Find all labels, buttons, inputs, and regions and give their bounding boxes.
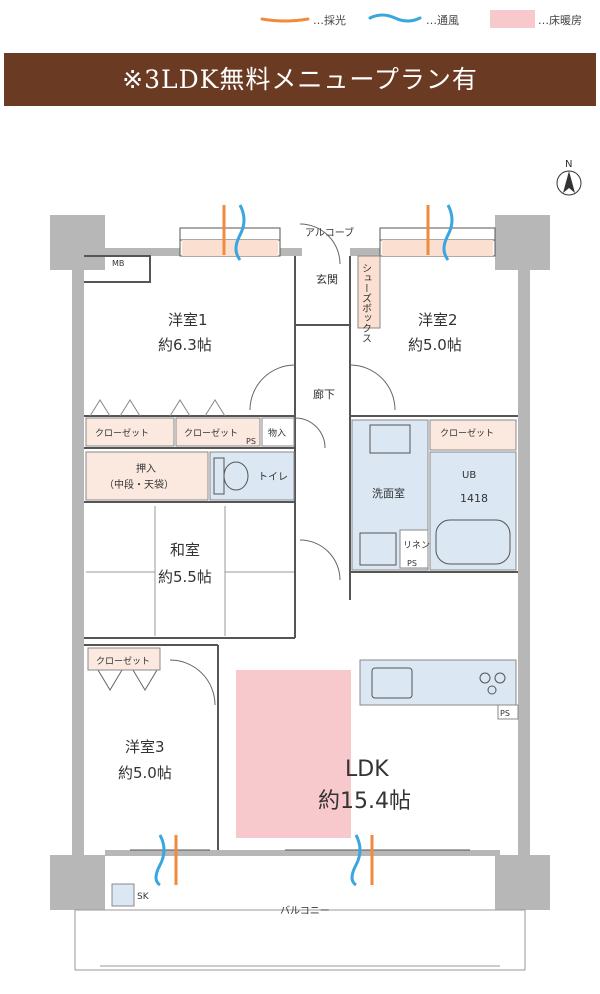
entrance-label: 玄関 (316, 272, 338, 286)
linen-label: リネン (403, 540, 430, 551)
sink-icon (371, 667, 506, 699)
toilet-label: トイレ (258, 472, 288, 483)
ldk-name: LDK (345, 757, 389, 782)
ps-label-2: PS (407, 559, 417, 568)
ldk-size: 約15.4帖 (318, 789, 411, 814)
west2-closet (429, 419, 517, 451)
bathtub-icon (359, 424, 511, 566)
shoe-box (357, 255, 381, 329)
hallway-label: 廊下 (313, 387, 335, 401)
washroom-label: 洗面室 (372, 486, 405, 500)
ub-size: 1418 (460, 492, 488, 505)
wind-arrow-icon (368, 13, 422, 23)
legend-light: …採光 (313, 14, 346, 27)
oshiire (85, 451, 209, 501)
exterior-walls (50, 215, 550, 910)
north-label: N (565, 159, 572, 170)
sk-label: SK (137, 892, 150, 902)
closet-label-4: クローゼット (96, 655, 150, 667)
ps-label-1: PS (246, 437, 256, 446)
plan-banner: ※3LDK無料メニュープラン有 (4, 53, 596, 106)
washitsu-size: 約5.5帖 (158, 568, 212, 586)
closet-label-3: クローゼット (440, 427, 494, 439)
ps-label-3: PS (500, 709, 510, 718)
balcony-label: バルコニー (280, 905, 330, 917)
legend-wind: …通風 (426, 14, 459, 27)
north-compass-icon: N (556, 159, 582, 196)
storage-label: 物入 (268, 427, 286, 439)
kitchen-ps (497, 704, 519, 720)
washitsu-name: 和室 (170, 541, 200, 559)
shoe-box-label: シューズボックス (360, 263, 372, 343)
unit-bath (429, 451, 517, 571)
oshiire-detail: （中段・天袋） (104, 478, 174, 491)
legend-floor-heating: …床暖房 (538, 14, 582, 27)
room-labels: アルコーブ MB 玄関 シューズボックス 廊下 洋室1 約6.3帖 洋室2 約5… (95, 226, 510, 917)
toilet-icon (213, 457, 249, 495)
linen-shelf (399, 529, 429, 569)
west1-closets (85, 399, 295, 447)
west1-size: 約6.3帖 (158, 336, 212, 354)
tatami-lines (86, 506, 294, 636)
floor-heating-area (236, 670, 351, 838)
alcove-label: アルコーブ (305, 226, 354, 239)
ub-label: UB (462, 470, 476, 481)
window-sill-right (382, 240, 493, 256)
closet-label-1: クローゼット (95, 427, 149, 439)
window-sill-left (182, 240, 278, 256)
floor-heating-swatch (490, 10, 535, 28)
west3-name: 洋室3 (125, 738, 165, 756)
west2-size: 約5.0帖 (408, 336, 462, 354)
mb-label: MB (112, 259, 124, 268)
closet-label-2: クローゼット (184, 427, 238, 439)
door-swings (94, 223, 396, 706)
oshiire-label: 押入 (136, 462, 156, 475)
legend: …採光 …通風 …床暖房 (250, 10, 595, 30)
light-arrow-icon (260, 17, 310, 23)
west3-size: 約5.0帖 (118, 764, 172, 782)
west3-closet (87, 647, 161, 671)
west1-name: 洋室1 (168, 311, 208, 329)
west2-name: 洋室2 (418, 311, 458, 329)
balcony (74, 883, 526, 971)
ventilation-indicators (154, 204, 454, 887)
